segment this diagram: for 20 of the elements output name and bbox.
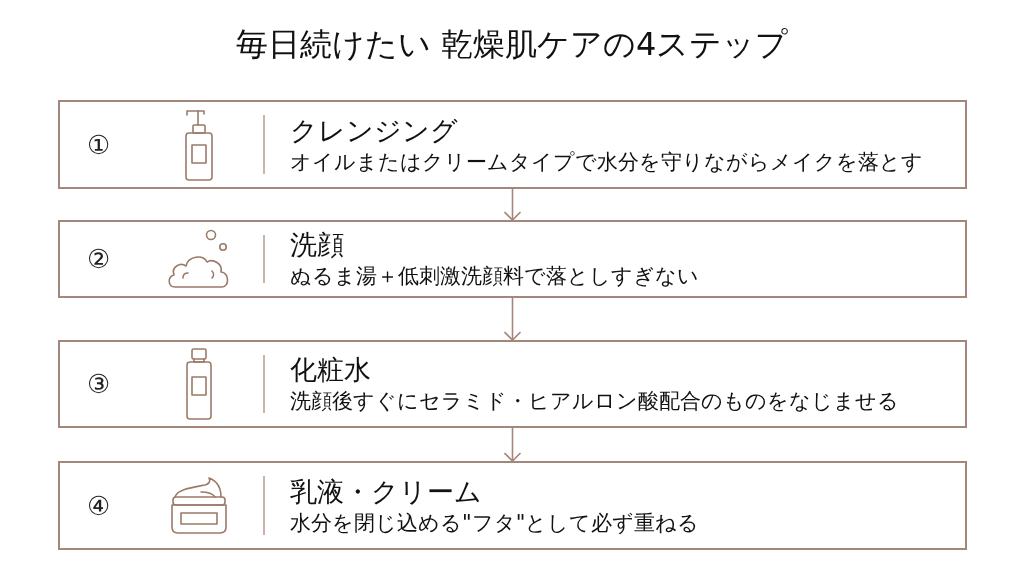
step-box xyxy=(58,100,967,189)
step-description: オイルまたはクリームタイプで水分を守りながらメイクを落とす xyxy=(290,148,923,176)
arrow xyxy=(503,427,522,462)
step-heading: 洗顔 xyxy=(290,228,344,262)
step-heading: クレンジング xyxy=(290,113,458,148)
arrow xyxy=(503,297,522,341)
step-number: ③ xyxy=(87,369,111,399)
step-number: ④ xyxy=(87,490,111,521)
step-heading: 乳液・クリーム xyxy=(290,474,482,509)
step-description: ぬるま湯＋低刺激洗顔料で落としすぎない xyxy=(290,263,699,290)
arrow xyxy=(503,188,522,221)
step-heading: 化粧水 xyxy=(290,353,371,387)
step-number: ① xyxy=(87,129,111,160)
step-number: ② xyxy=(87,244,111,274)
step-box xyxy=(58,220,967,298)
title: 毎日続けたい 乾燥肌ケアの4ステップ xyxy=(235,24,789,64)
step-box xyxy=(58,340,967,428)
step-description: 洗顔後すぐにセラミド・ヒアルロン酸配合のものをなじませる xyxy=(290,388,899,415)
step-box xyxy=(58,461,967,550)
step-description: 水分を閉じ込める"フタ"として必ず重ねる xyxy=(290,509,700,537)
